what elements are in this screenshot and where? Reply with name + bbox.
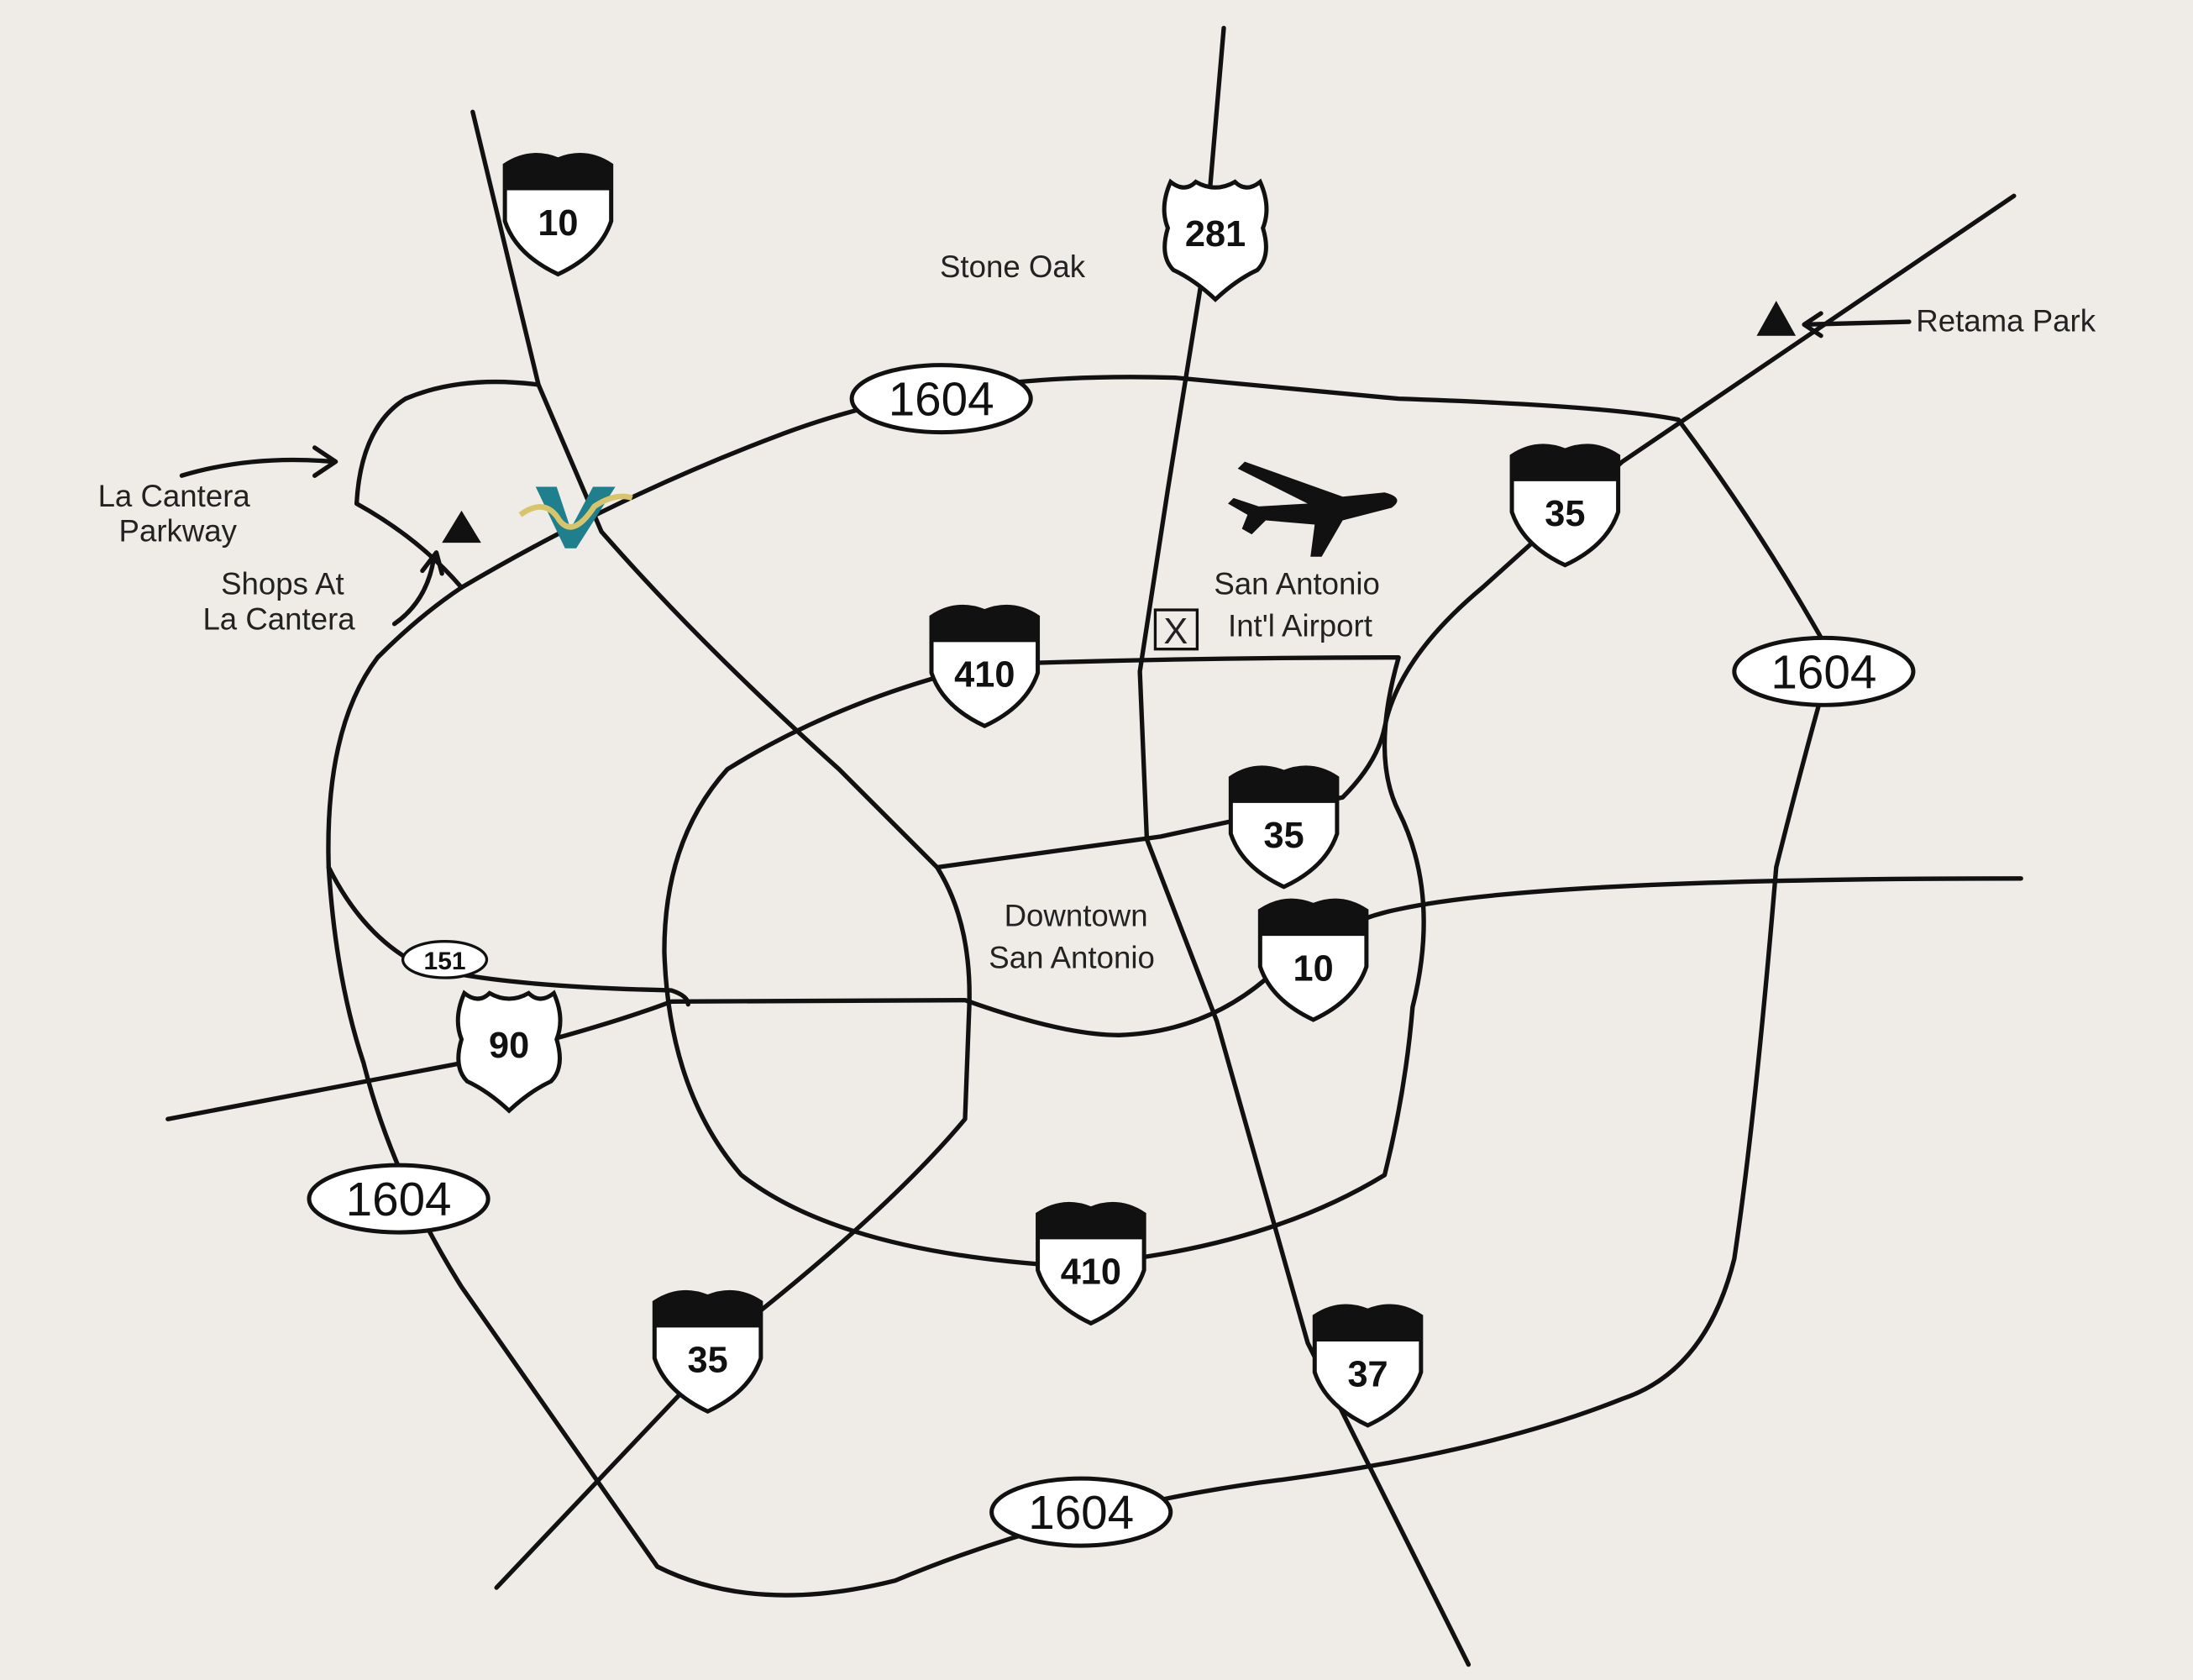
- road-loop-1604: [326, 375, 1835, 1598]
- arrow-la-cantera-parkway: [179, 445, 338, 478]
- roads: [165, 25, 2023, 1667]
- arrow-shops: [391, 550, 444, 627]
- road-us281-i37: [1137, 25, 1472, 1667]
- shops-marker-icon: [442, 510, 481, 543]
- shield-i10-east: 10: [1260, 900, 1367, 1020]
- svg-text:281: 281: [1185, 214, 1246, 255]
- svg-text:10: 10: [538, 203, 578, 244]
- label-shops-2: La Cantera: [202, 601, 355, 636]
- shield-1604-north: 1604: [849, 363, 1033, 435]
- shield-i10-north: 10: [505, 155, 611, 275]
- road-i35-northeast: [935, 193, 2017, 870]
- label-airport-2: Int'l Airport: [1228, 609, 1372, 643]
- label-airport-1: San Antonio: [1214, 567, 1380, 601]
- road-i10-northwest: [470, 109, 972, 1590]
- shield-us281: 281: [1164, 182, 1267, 300]
- label-retama-park: Retama Park: [1916, 304, 2096, 339]
- svg-text:35: 35: [1264, 816, 1304, 856]
- retama-park-marker-icon: [1756, 301, 1797, 336]
- shield-1604-south: 1604: [989, 1476, 1173, 1548]
- road-sh151: [326, 864, 690, 1007]
- airplane-icon: [1228, 461, 1398, 557]
- pointer-arrows: [179, 311, 1912, 627]
- svg-text:410: 410: [954, 655, 1015, 696]
- svg-text:1604: 1604: [1771, 645, 1876, 698]
- svg-text:410: 410: [1061, 1252, 1121, 1293]
- shield-us90: 90: [458, 993, 560, 1110]
- shield-sh151: 151: [401, 940, 489, 979]
- arrow-retama-park: [1802, 311, 1912, 339]
- shield-1604-east: 1604: [1732, 635, 1916, 707]
- shield-i410-south: 410: [1038, 1204, 1145, 1323]
- svg-text:1604: 1604: [346, 1173, 452, 1226]
- svg-text:37: 37: [1347, 1354, 1388, 1394]
- airport-marker-box: [1153, 608, 1199, 651]
- svg-text:151: 151: [424, 948, 466, 975]
- label-stone-oak: Stone Oak: [940, 249, 1086, 284]
- label-downtown-1: Downtown: [1005, 898, 1148, 932]
- road-la-cantera-parkway: [354, 379, 541, 591]
- airport-marker: X: [1163, 612, 1188, 652]
- shield-i35-south: 35: [654, 1292, 761, 1411]
- label-la-cantera-parkway-1: La Cantera: [98, 479, 251, 513]
- label-la-cantera-parkway-2: Parkway: [119, 513, 238, 548]
- road-loop-410: [662, 655, 1426, 1268]
- label-downtown-2: San Antonio: [989, 940, 1155, 974]
- shield-i410-north: 410: [931, 606, 1038, 726]
- label-shops-1: Shops At: [221, 567, 344, 601]
- svg-text:1604: 1604: [1028, 1486, 1134, 1539]
- v-logo: [518, 486, 633, 549]
- shield-i35-northeast: 35: [1512, 446, 1619, 565]
- shield-1604-west: 1604: [307, 1163, 491, 1235]
- shield-i37: 37: [1314, 1306, 1421, 1425]
- svg-text:90: 90: [489, 1026, 529, 1066]
- svg-text:1604: 1604: [889, 373, 994, 426]
- svg-text:10: 10: [1293, 948, 1334, 989]
- shield-i35-central: 35: [1230, 768, 1337, 887]
- svg-text:35: 35: [688, 1341, 728, 1381]
- road-i10-east-us90: [165, 876, 2023, 1121]
- svg-text:35: 35: [1545, 494, 1585, 534]
